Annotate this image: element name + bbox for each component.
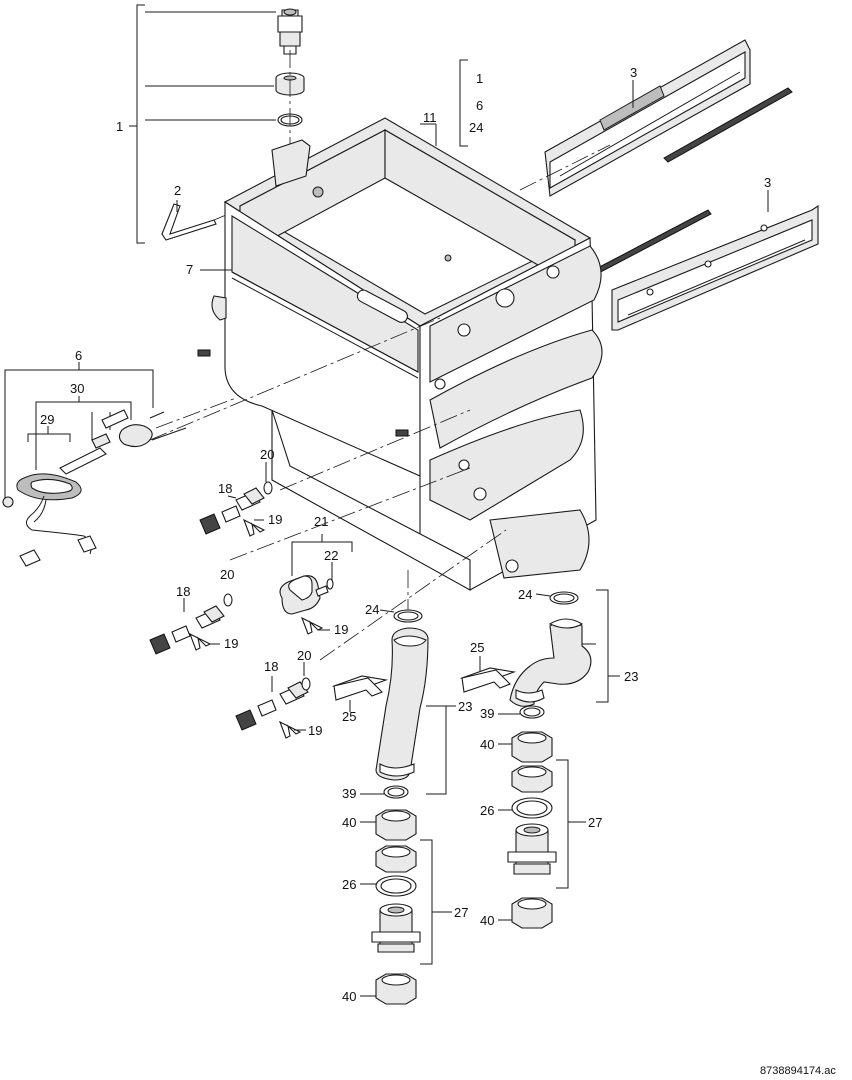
callout-7: 7 bbox=[186, 262, 193, 277]
callout-labels: 1 1 6 24 11 3 3 2 7 6 30 29 20 18 19 21 … bbox=[40, 65, 836, 1077]
callout-20-a: 20 bbox=[260, 447, 274, 462]
callout-25-a: 25 bbox=[342, 709, 356, 724]
callout-22: 22 bbox=[324, 548, 338, 563]
callout-39-b: 39 bbox=[480, 706, 494, 721]
callout-19-b: 19 bbox=[334, 622, 348, 637]
callout-18-b: 18 bbox=[176, 584, 190, 599]
document-code: 8738894174.ac bbox=[760, 1065, 836, 1077]
sensor-assembly-a bbox=[199, 462, 273, 537]
heat-cell-body bbox=[149, 117, 603, 661]
callout-26-b: 26 bbox=[480, 803, 494, 818]
callout-19-a: 19 bbox=[268, 512, 282, 527]
sensor-assembly-c bbox=[235, 662, 311, 739]
callout-19-d: 19 bbox=[308, 723, 322, 738]
callout-26-a: 26 bbox=[342, 877, 356, 892]
callout-40-d: 40 bbox=[480, 913, 494, 928]
callout-6-side: 6 bbox=[476, 98, 483, 113]
callout-27-b: 27 bbox=[588, 815, 602, 830]
flow-pipe-left bbox=[331, 609, 456, 795]
callout-23-b: 23 bbox=[624, 669, 638, 684]
callout-24-side: 24 bbox=[469, 120, 483, 135]
sight-glass-assembly bbox=[2, 362, 237, 567]
callout-20-c: 20 bbox=[297, 648, 311, 663]
callout-2: 2 bbox=[174, 183, 181, 198]
callout-21: 21 bbox=[314, 514, 328, 529]
callout-27-a: 27 bbox=[454, 905, 468, 920]
callout-3-middle: 3 bbox=[764, 175, 771, 190]
callout-1: 1 bbox=[116, 119, 123, 134]
callout-11: 11 bbox=[423, 110, 437, 125]
callout-40-a: 40 bbox=[342, 815, 356, 830]
callout-6: 6 bbox=[75, 348, 82, 363]
callout-24-a: 24 bbox=[365, 602, 379, 617]
sensor-assembly-b bbox=[149, 593, 233, 655]
callout-30: 30 bbox=[70, 381, 84, 396]
callout-40-b: 40 bbox=[480, 737, 494, 752]
callout-18-c: 18 bbox=[264, 659, 278, 674]
callout-40-c: 40 bbox=[342, 989, 356, 1004]
fittings-stack-left bbox=[360, 785, 452, 1005]
callout-19-c: 19 bbox=[224, 636, 238, 651]
callout-25-b: 25 bbox=[470, 640, 484, 655]
callout-23-a: 23 bbox=[458, 699, 472, 714]
air-vent-assembly bbox=[129, 4, 305, 244]
callout-1-side: 1 bbox=[476, 71, 483, 86]
callout-3-top: 3 bbox=[630, 65, 637, 80]
elbow-pipe-right bbox=[459, 589, 620, 707]
callout-20-b: 20 bbox=[220, 567, 234, 582]
fittings-stack-right bbox=[498, 705, 586, 929]
rail-part-3-top bbox=[519, 39, 793, 197]
rail-part-3-middle bbox=[589, 190, 819, 331]
callout-29: 29 bbox=[40, 412, 54, 427]
callout-24-b: 24 bbox=[518, 587, 532, 602]
callout-39-a: 39 bbox=[342, 786, 356, 801]
pressure-sensor-21 bbox=[279, 534, 353, 635]
callout-18-a: 18 bbox=[218, 481, 232, 496]
bracket-side bbox=[459, 59, 468, 147]
